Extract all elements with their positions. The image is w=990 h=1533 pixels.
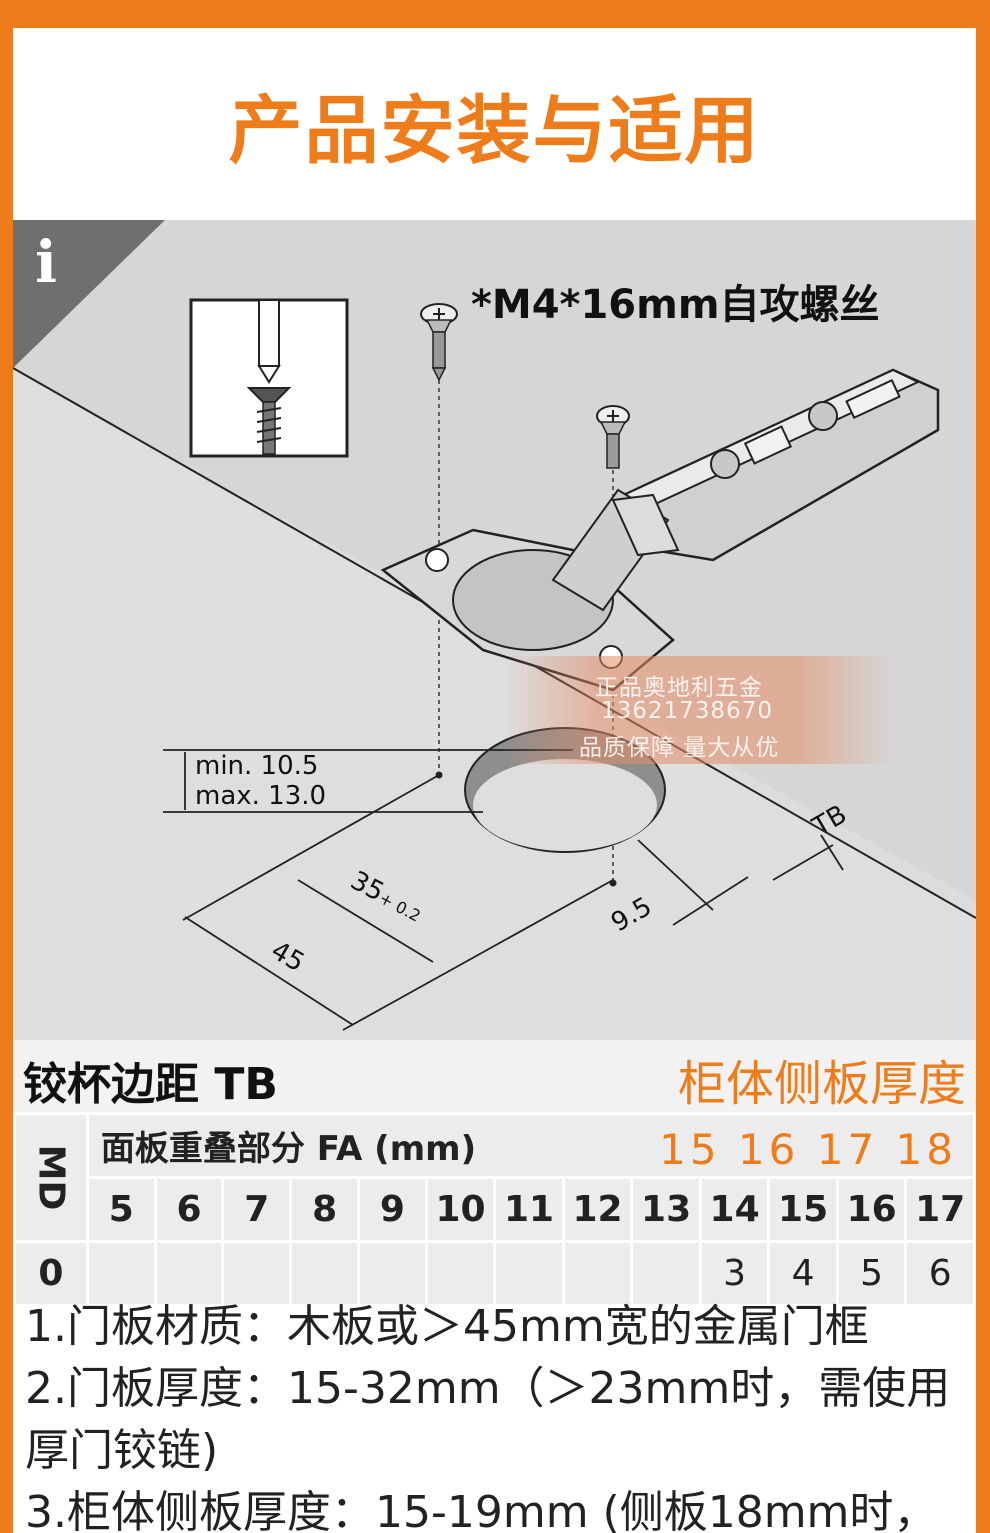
fa-cell: 17 bbox=[904, 1176, 976, 1243]
installation-diagram: i *M4*16mm自攻螺丝 min. 10.5 max. 13.0 35+ 0… bbox=[13, 220, 976, 1040]
fa-label-cell: 面板重叠部分 FA (mm) 15 16 17 18 bbox=[85, 1112, 976, 1179]
screw-label: *M4*16mm自攻螺丝 bbox=[471, 282, 880, 328]
hinge-icon bbox=[380, 368, 940, 692]
cabinet-side-plane bbox=[13, 370, 976, 1040]
dim-min: min. 10.5 bbox=[195, 751, 319, 781]
tb-cell bbox=[221, 1240, 293, 1307]
cup-hole-floor bbox=[473, 759, 657, 851]
watermark-line: 13621738670 bbox=[601, 698, 773, 724]
dimension-lines bbox=[163, 749, 844, 1031]
tb-cell bbox=[493, 1240, 565, 1307]
table-header: 铰杯边距 TB 柜体侧板厚度 bbox=[13, 1040, 976, 1112]
table-row: 0 3 4 5 6 bbox=[13, 1240, 976, 1307]
tb-cell: 3 bbox=[698, 1240, 771, 1307]
content-panel: 产品安装与适用 bbox=[13, 28, 976, 1533]
hole-center-mark bbox=[435, 771, 443, 779]
dim-max: max. 13.0 bbox=[195, 781, 327, 811]
note-item: 3.柜体侧板厚度：15-19mm (侧板18mm时，TB bbox=[25, 1487, 938, 1533]
tb-cell: 6 bbox=[904, 1240, 976, 1307]
table-left-title: 铰杯边距 TB bbox=[23, 1059, 278, 1110]
info-triangle bbox=[13, 220, 165, 368]
fa-cell: 14 bbox=[698, 1176, 771, 1243]
table-row: MD 面板重叠部分 FA (mm) 15 16 17 18 bbox=[13, 1112, 976, 1243]
tb-table: MD 面板重叠部分 FA (mm) 15 16 17 18 5 6 7 8 9 … bbox=[13, 1112, 976, 1307]
fa-cell: 9 bbox=[356, 1176, 428, 1243]
fa-cell: 10 bbox=[424, 1176, 497, 1243]
table-row: 5 6 7 8 9 10 11 12 13 14 15 16 17 bbox=[15, 1176, 976, 1243]
table-right-title: 柜体侧板厚度 bbox=[677, 1056, 966, 1112]
tb-cell bbox=[356, 1240, 428, 1307]
screwdriver-inset-icon bbox=[189, 298, 349, 458]
fa-label: 面板重叠部分 FA (mm) bbox=[100, 1129, 477, 1169]
note-item: 1.门板材质：木板或＞45mm宽的金属门框 bbox=[25, 1301, 869, 1352]
tb-cell: 5 bbox=[835, 1240, 908, 1307]
note-item: 2.门板厚度：15-32mm（＞23mm时，需使用厚门铰链) bbox=[25, 1363, 951, 1476]
tb-cell bbox=[561, 1240, 634, 1307]
tb-cell bbox=[153, 1240, 225, 1307]
hole-center-mark bbox=[609, 879, 617, 887]
tb-cell bbox=[85, 1240, 157, 1307]
fa-cell: 13 bbox=[630, 1176, 702, 1243]
fa-cell: 11 bbox=[493, 1176, 565, 1243]
fa-cell: 8 bbox=[289, 1176, 360, 1243]
md-label-cell: MD bbox=[13, 1112, 89, 1243]
tb-cell bbox=[630, 1240, 702, 1307]
watermark-line: 品质保障 量大从优 bbox=[579, 735, 780, 761]
fa-cell: 12 bbox=[561, 1176, 634, 1243]
md-value-cell: 0 bbox=[13, 1240, 89, 1307]
fa-cell: 7 bbox=[221, 1176, 293, 1243]
fa-cell: 16 bbox=[835, 1176, 908, 1243]
side-thickness-values: 15 16 17 18 bbox=[659, 1125, 957, 1174]
fa-cell: 6 bbox=[153, 1176, 225, 1243]
tb-cell: 4 bbox=[767, 1240, 839, 1307]
watermark-line: 正品奥地利五金 bbox=[595, 675, 763, 701]
info-icon: i bbox=[35, 228, 58, 296]
page-title: 产品安装与适用 bbox=[228, 87, 761, 174]
notes-list: 1.门板材质：木板或＞45mm宽的金属门框 2.门板厚度：15-32mm（＞23… bbox=[25, 1296, 975, 1533]
tb-cell bbox=[424, 1240, 497, 1307]
fa-cell: 5 bbox=[85, 1176, 157, 1243]
hinge-drawing bbox=[13, 220, 976, 1040]
tb-cell bbox=[289, 1240, 360, 1307]
fa-cell: 15 bbox=[767, 1176, 839, 1243]
screw-icon bbox=[420, 303, 458, 775]
watermark-band bbox=[503, 656, 893, 764]
